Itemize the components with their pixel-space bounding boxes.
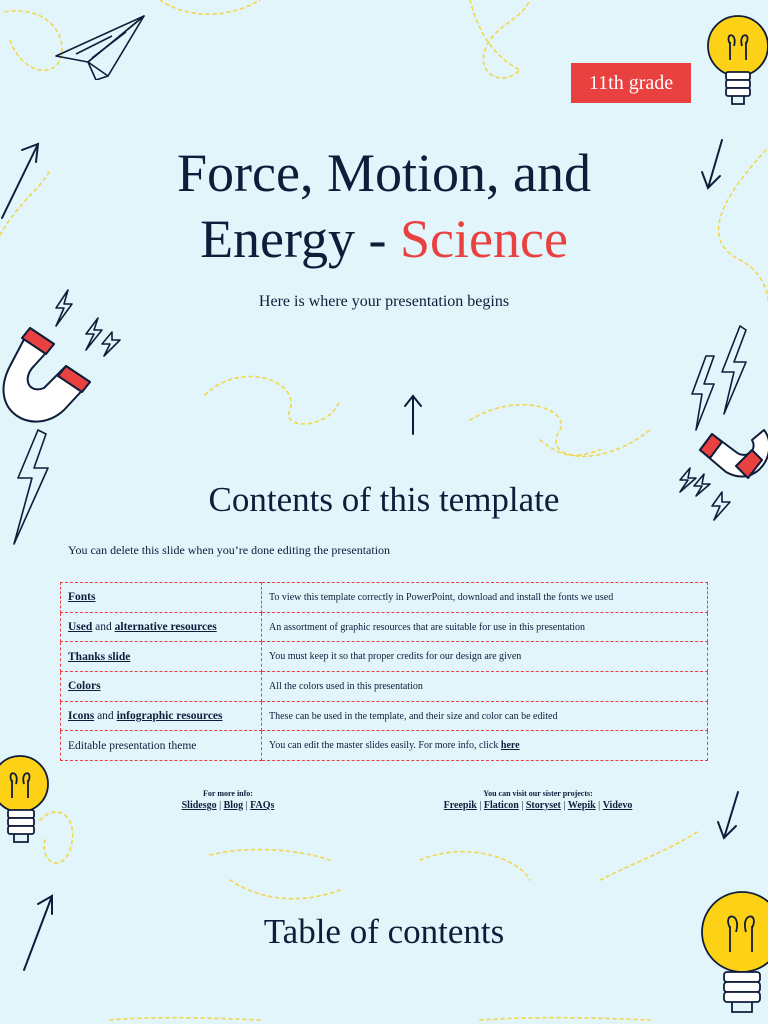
magnet-icon	[2, 327, 91, 423]
blog-link[interactable]: Blog	[223, 800, 244, 811]
used-link[interactable]: Used	[68, 621, 93, 634]
here-link[interactable]: here	[500, 740, 520, 752]
flaticon-link[interactable]: Flaticon	[483, 800, 519, 811]
lightning-icon	[13, 429, 49, 545]
sister-projects-block: You can visit our sister projects: Freep…	[420, 789, 656, 811]
lightbulb-icon	[707, 15, 768, 105]
lightning-icon	[691, 325, 747, 431]
more-info-links: Slidesgo | Blog | FAQs	[148, 800, 308, 811]
contents-note: You can delete this slide when you’re do…	[68, 543, 391, 557]
table-cell-name: Fonts	[60, 582, 262, 613]
grade-badge: 11th grade	[571, 63, 691, 103]
contents-title: Contents of this template	[208, 480, 560, 519]
arrow-icon	[23, 894, 53, 971]
icons-link[interactable]: Icons	[68, 710, 95, 723]
thanks-slide-link[interactable]: Thanks slide	[68, 650, 131, 663]
table-row: Thanks slide You must keep it so that pr…	[60, 641, 708, 673]
separator: |	[476, 800, 484, 811]
table-cell-name: Thanks slide	[60, 641, 262, 673]
paper-plane-icon	[55, 15, 145, 80]
separator: |	[595, 800, 603, 811]
table-cell-name: Icons and infographic resources	[60, 700, 262, 732]
arrow-icon	[1, 142, 40, 219]
separator: |	[243, 800, 251, 811]
table-cell-desc: To view this template correctly in Power…	[261, 582, 708, 613]
table-row: Editable presentation theme You can edit…	[60, 730, 708, 762]
title-prefix: Energy -	[200, 209, 401, 269]
contents-table: Fonts To view this template correctly in…	[60, 582, 708, 762]
more-info-block: For more info: Slidesgo | Blog | FAQs	[148, 789, 308, 811]
lightbulb-icon	[0, 755, 49, 843]
table-cell-desc: These can be used in the template, and t…	[261, 700, 708, 732]
fonts-link[interactable]: Fonts	[68, 591, 96, 604]
table-row: Fonts To view this template correctly in…	[60, 582, 708, 613]
slidesgo-link[interactable]: Slidesgo	[181, 800, 217, 811]
arrow-icon	[404, 394, 422, 435]
wepik-link[interactable]: Wepik	[567, 800, 596, 811]
videvo-link[interactable]: Videvo	[602, 800, 633, 811]
sister-projects-links: Freepik | Flaticon | Storyset | Wepik | …	[420, 800, 656, 811]
sister-projects-heading: You can visit our sister projects:	[483, 789, 593, 798]
presentation-title: Force, Motion, and Energy - Science	[0, 140, 768, 272]
table-cell-desc: You must keep it so that proper credits …	[261, 641, 708, 673]
faqs-link[interactable]: FAQs	[250, 800, 275, 811]
colors-link[interactable]: Colors	[68, 680, 101, 693]
title-line-2: Energy - Science	[0, 206, 768, 272]
table-cell-desc: You can edit the master slides easily. F…	[261, 730, 708, 762]
title-accent: Science	[400, 209, 568, 269]
storyset-link[interactable]: Storyset	[525, 800, 561, 811]
desc-text: You can edit the master slides easily. F…	[269, 740, 501, 752]
separator: |	[560, 800, 568, 811]
title-line-1: Force, Motion, and	[177, 143, 591, 203]
arrow-icon	[717, 791, 739, 840]
infographic-resources-link[interactable]: infographic resources	[116, 710, 223, 723]
and-text: and	[94, 710, 117, 723]
table-cell-desc: All the colors used in this presentation	[261, 671, 708, 702]
separator: |	[518, 800, 526, 811]
lightning-icon	[55, 289, 121, 357]
table-cell-name: Used and alternative resources	[60, 611, 262, 643]
table-cell-name: Editable presentation theme	[60, 730, 262, 762]
and-text: and	[92, 621, 115, 634]
table-row: Icons and infographic resources These ca…	[60, 700, 708, 732]
alternative-resources-link[interactable]: alternative resources	[114, 621, 217, 634]
magnet-icon	[699, 429, 768, 479]
table-of-contents-title: Table of contents	[263, 912, 505, 951]
table-row: Colors All the colors used in this prese…	[60, 671, 708, 702]
more-info-heading: For more info:	[203, 789, 253, 798]
table-cell-desc: An assortment of graphic resources that …	[261, 611, 708, 643]
lightbulb-icon	[701, 891, 768, 1013]
table-row: Used and alternative resources An assort…	[60, 611, 708, 643]
arrow-icon	[701, 139, 723, 190]
presentation-subtitle: Here is where your presentation begins	[258, 293, 510, 310]
table-cell-name: Colors	[60, 671, 262, 702]
lightning-icon	[679, 467, 731, 521]
freepik-link[interactable]: Freepik	[443, 800, 477, 811]
separator: |	[216, 800, 224, 811]
